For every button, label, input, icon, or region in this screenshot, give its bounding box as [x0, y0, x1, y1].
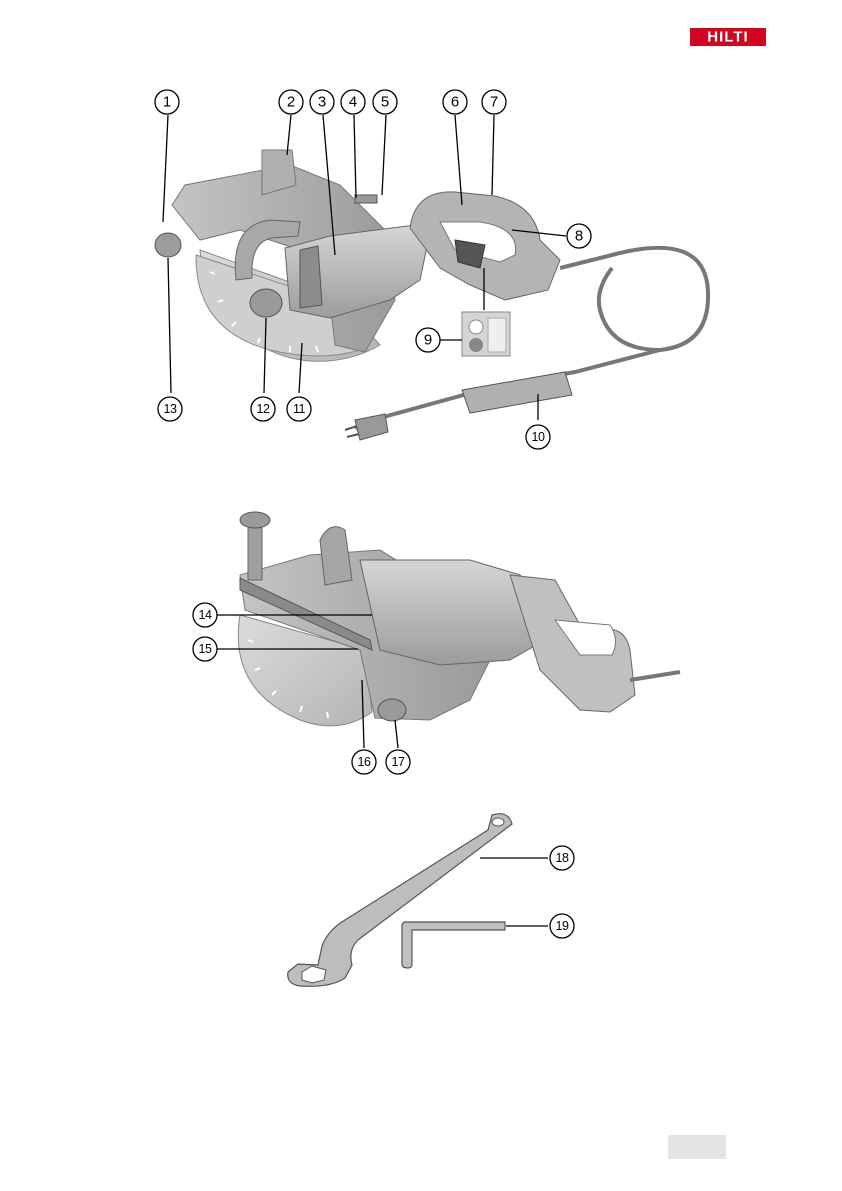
svg-text:2: 2 [287, 94, 295, 111]
callout-1: 1 [155, 90, 179, 114]
callout-15: 15 [193, 637, 217, 661]
svg-text:14: 14 [199, 608, 212, 622]
ring-spanner [288, 814, 512, 987]
svg-text:16: 16 [358, 755, 371, 769]
svg-text:3: 3 [318, 94, 326, 111]
svg-text:19: 19 [556, 919, 569, 933]
callout-2: 2 [279, 90, 303, 114]
callout-13: 13 [158, 397, 182, 421]
page-number-tab [668, 1135, 726, 1159]
hex-key [402, 922, 505, 968]
callout-12: 12 [251, 397, 275, 421]
svg-text:15: 15 [199, 642, 212, 656]
warning-label [462, 312, 510, 356]
callout-8: 8 [567, 224, 591, 248]
spindle-lock [355, 195, 377, 203]
clamp-knob [155, 233, 181, 257]
callout-9: 9 [416, 328, 440, 352]
power-cord [560, 248, 708, 350]
callout-16: 16 [352, 750, 376, 774]
callout-3: 3 [310, 90, 334, 114]
callout-6: 6 [443, 90, 467, 114]
svg-text:5: 5 [381, 94, 389, 111]
callout-19: 19 [550, 914, 574, 938]
callout-18: 18 [550, 846, 574, 870]
callout-10: 10 [526, 425, 550, 449]
svg-text:12: 12 [257, 402, 270, 416]
handle-knob [250, 289, 282, 317]
svg-text:10: 10 [532, 430, 545, 444]
callout-7: 7 [482, 90, 506, 114]
svg-text:1: 1 [163, 94, 171, 111]
svg-text:8: 8 [575, 228, 583, 245]
svg-text:9: 9 [424, 332, 432, 349]
svg-text:11: 11 [293, 402, 306, 416]
figure-3-accessories: 18 19 [288, 814, 574, 987]
prcd-switch [462, 372, 572, 413]
svg-text:17: 17 [392, 755, 405, 769]
callout-4: 4 [341, 90, 365, 114]
plug [355, 414, 388, 440]
svg-text:4: 4 [349, 94, 357, 111]
svg-text:7: 7 [490, 94, 498, 111]
callout-14: 14 [193, 603, 217, 627]
svg-text:13: 13 [164, 402, 177, 416]
callout-11: 11 [287, 397, 311, 421]
figure-1-saw-top-view: 1 2 3 4 5 6 7 8 9 10 11 12 13 [155, 90, 708, 449]
figure-2-saw-side-view: 14 15 16 17 [193, 512, 680, 774]
side-handle-post [248, 525, 262, 580]
svg-text:18: 18 [556, 851, 569, 865]
callout-17: 17 [386, 750, 410, 774]
callout-5: 5 [373, 90, 397, 114]
svg-text:6: 6 [451, 94, 459, 111]
